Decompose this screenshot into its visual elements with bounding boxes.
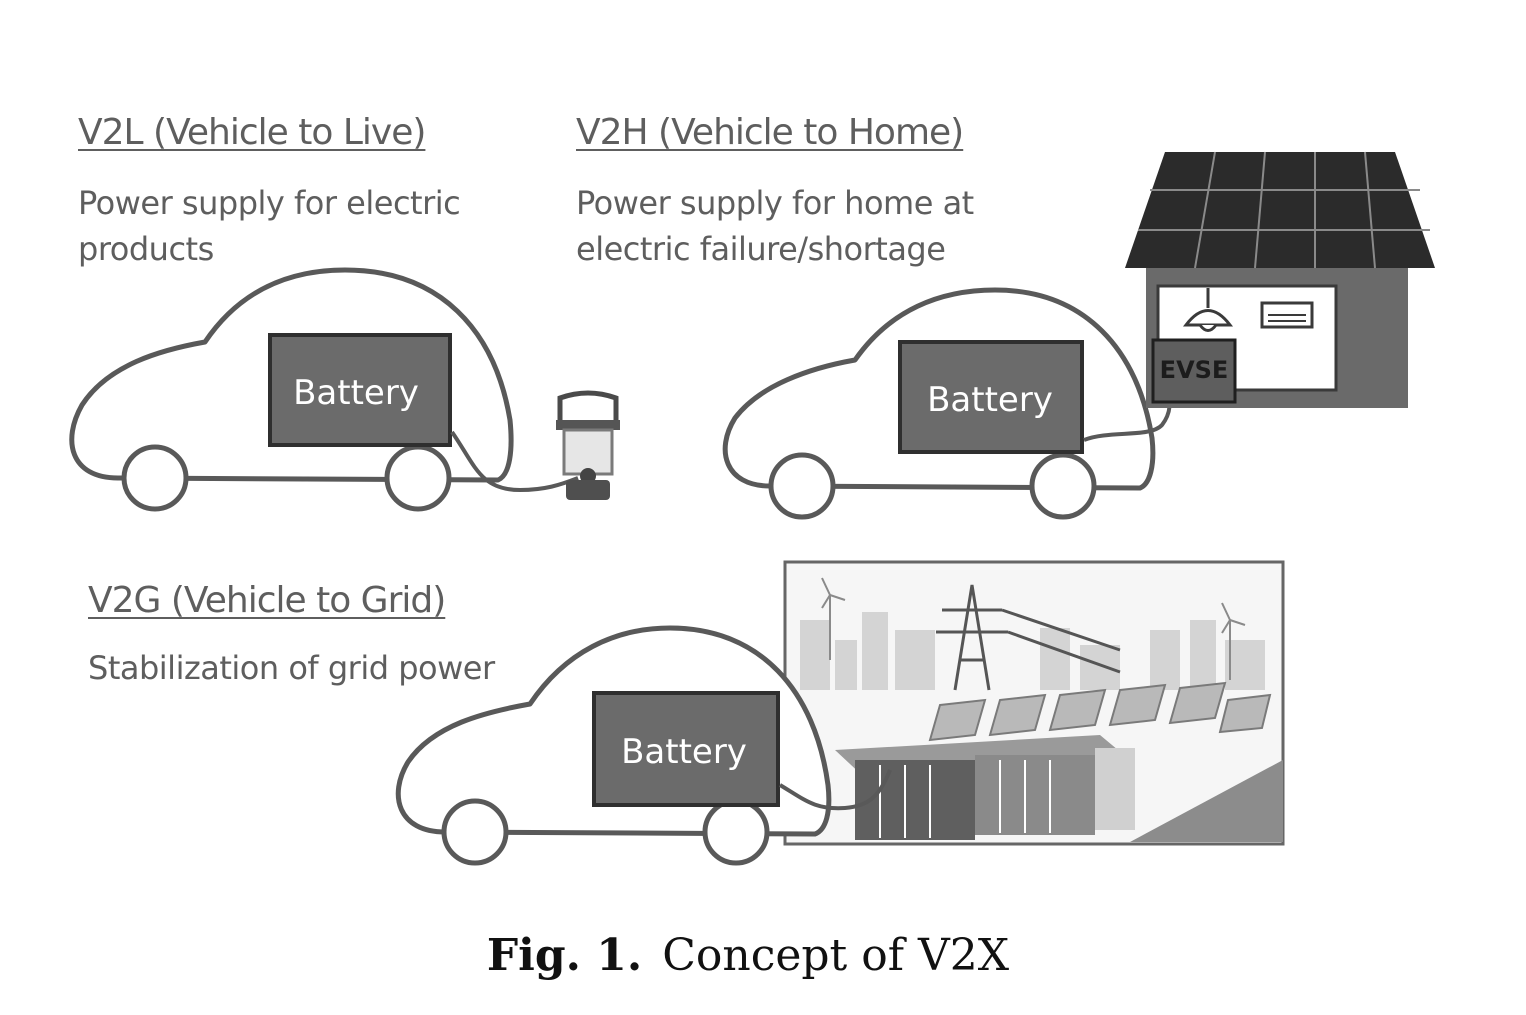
grid-scene [783,560,1285,846]
v2g-heading: V2G (Vehicle to Grid) [88,580,446,621]
v2l-car-wheel-rear [384,444,452,512]
v2l-description: Power supply for electric products [78,180,461,272]
v2h-heading: V2H (Vehicle to Home) [576,112,964,153]
v2l-cable [450,430,579,493]
house-illustration: EVSE [1125,151,1435,408]
v2g-battery [592,691,780,807]
city-skyline [800,612,1265,690]
v2h-car-wheel-front [768,452,836,520]
ceiling-lamp-icon [1182,288,1234,332]
v2l-heading: V2L (Vehicle to Live) [78,112,426,153]
v2g-car: Battery [395,625,892,866]
evse-label: EVSE [1160,356,1229,384]
v2h-description-line1: Power supply for home at [576,184,974,222]
solar-panels [1138,151,1430,269]
v2g-battery-label: Battery [621,732,747,772]
v2l-battery [268,333,452,447]
v2g-description: Stabilization of grid power [88,645,495,691]
v2h-battery-label: Battery [927,380,1053,420]
v2h-description-line2: electric failure/shortage [576,230,946,268]
transmission-tower-icon [936,584,1121,691]
v2h-battery [898,340,1084,454]
wind-turbine-icons [821,577,1246,680]
v2h-description: Power supply for home at electric failur… [576,180,974,272]
lantern-icon [556,390,620,500]
v2h-car-wheel-rear [1029,452,1097,520]
v2g-car-wheel-front [441,798,509,866]
air-conditioner-icon [1260,301,1314,329]
v2l-car: Battery [69,267,579,512]
v2h-car: Battery [722,287,1172,520]
v2g-cable [778,769,892,811]
v2l-car-wheel-front [121,444,189,512]
v2g-description-line1: Stabilization of grid power [88,649,495,687]
solar-farm [928,681,1272,742]
figure-caption: Fig. 1. Concept of V2X [0,930,1496,981]
v2l-description-line1: Power supply for electric [78,184,461,222]
figure-number: Fig. 1. [486,930,643,981]
battery-storage-containers [835,735,1135,840]
grid-ground [1130,760,1283,842]
v2l-description-line2: products [78,230,214,268]
figure-title: Concept of V2X [662,930,1010,981]
evse-box [1151,338,1237,404]
v2l-battery-label: Battery [293,373,419,413]
v2g-car-wheel-rear [702,798,770,866]
solar-roof [1125,152,1435,268]
